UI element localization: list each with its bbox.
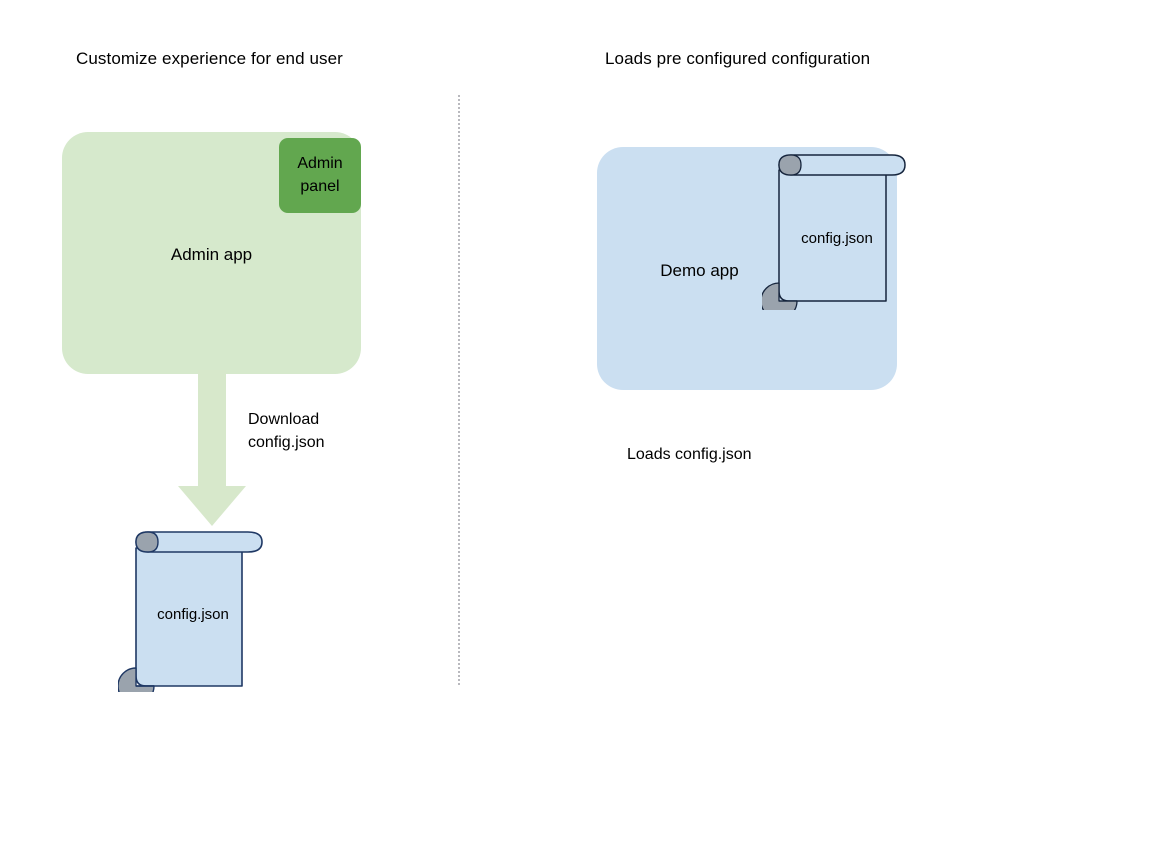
right-config-document-label: config.json <box>801 230 873 247</box>
admin-panel-box[interactable]: Admin panel <box>279 138 361 213</box>
demo-app-label: Demo app <box>660 261 739 280</box>
right-column-title: Loads pre configured configuration <box>605 49 871 68</box>
download-arrow <box>172 370 252 530</box>
column-divider <box>458 95 460 685</box>
left-config-document[interactable]: config.json <box>118 526 268 692</box>
admin-panel-box-label: Admin panel <box>297 155 343 195</box>
right-config-document[interactable]: config.json <box>762 150 912 310</box>
download-arrow-label: Download config.json <box>248 411 325 451</box>
left-config-document-label: config.json <box>157 606 229 623</box>
loads-config-caption: Loads config.json <box>627 446 752 463</box>
left-column-title: Customize experience for end user <box>76 49 343 68</box>
admin-app-label: Admin app <box>170 245 253 264</box>
